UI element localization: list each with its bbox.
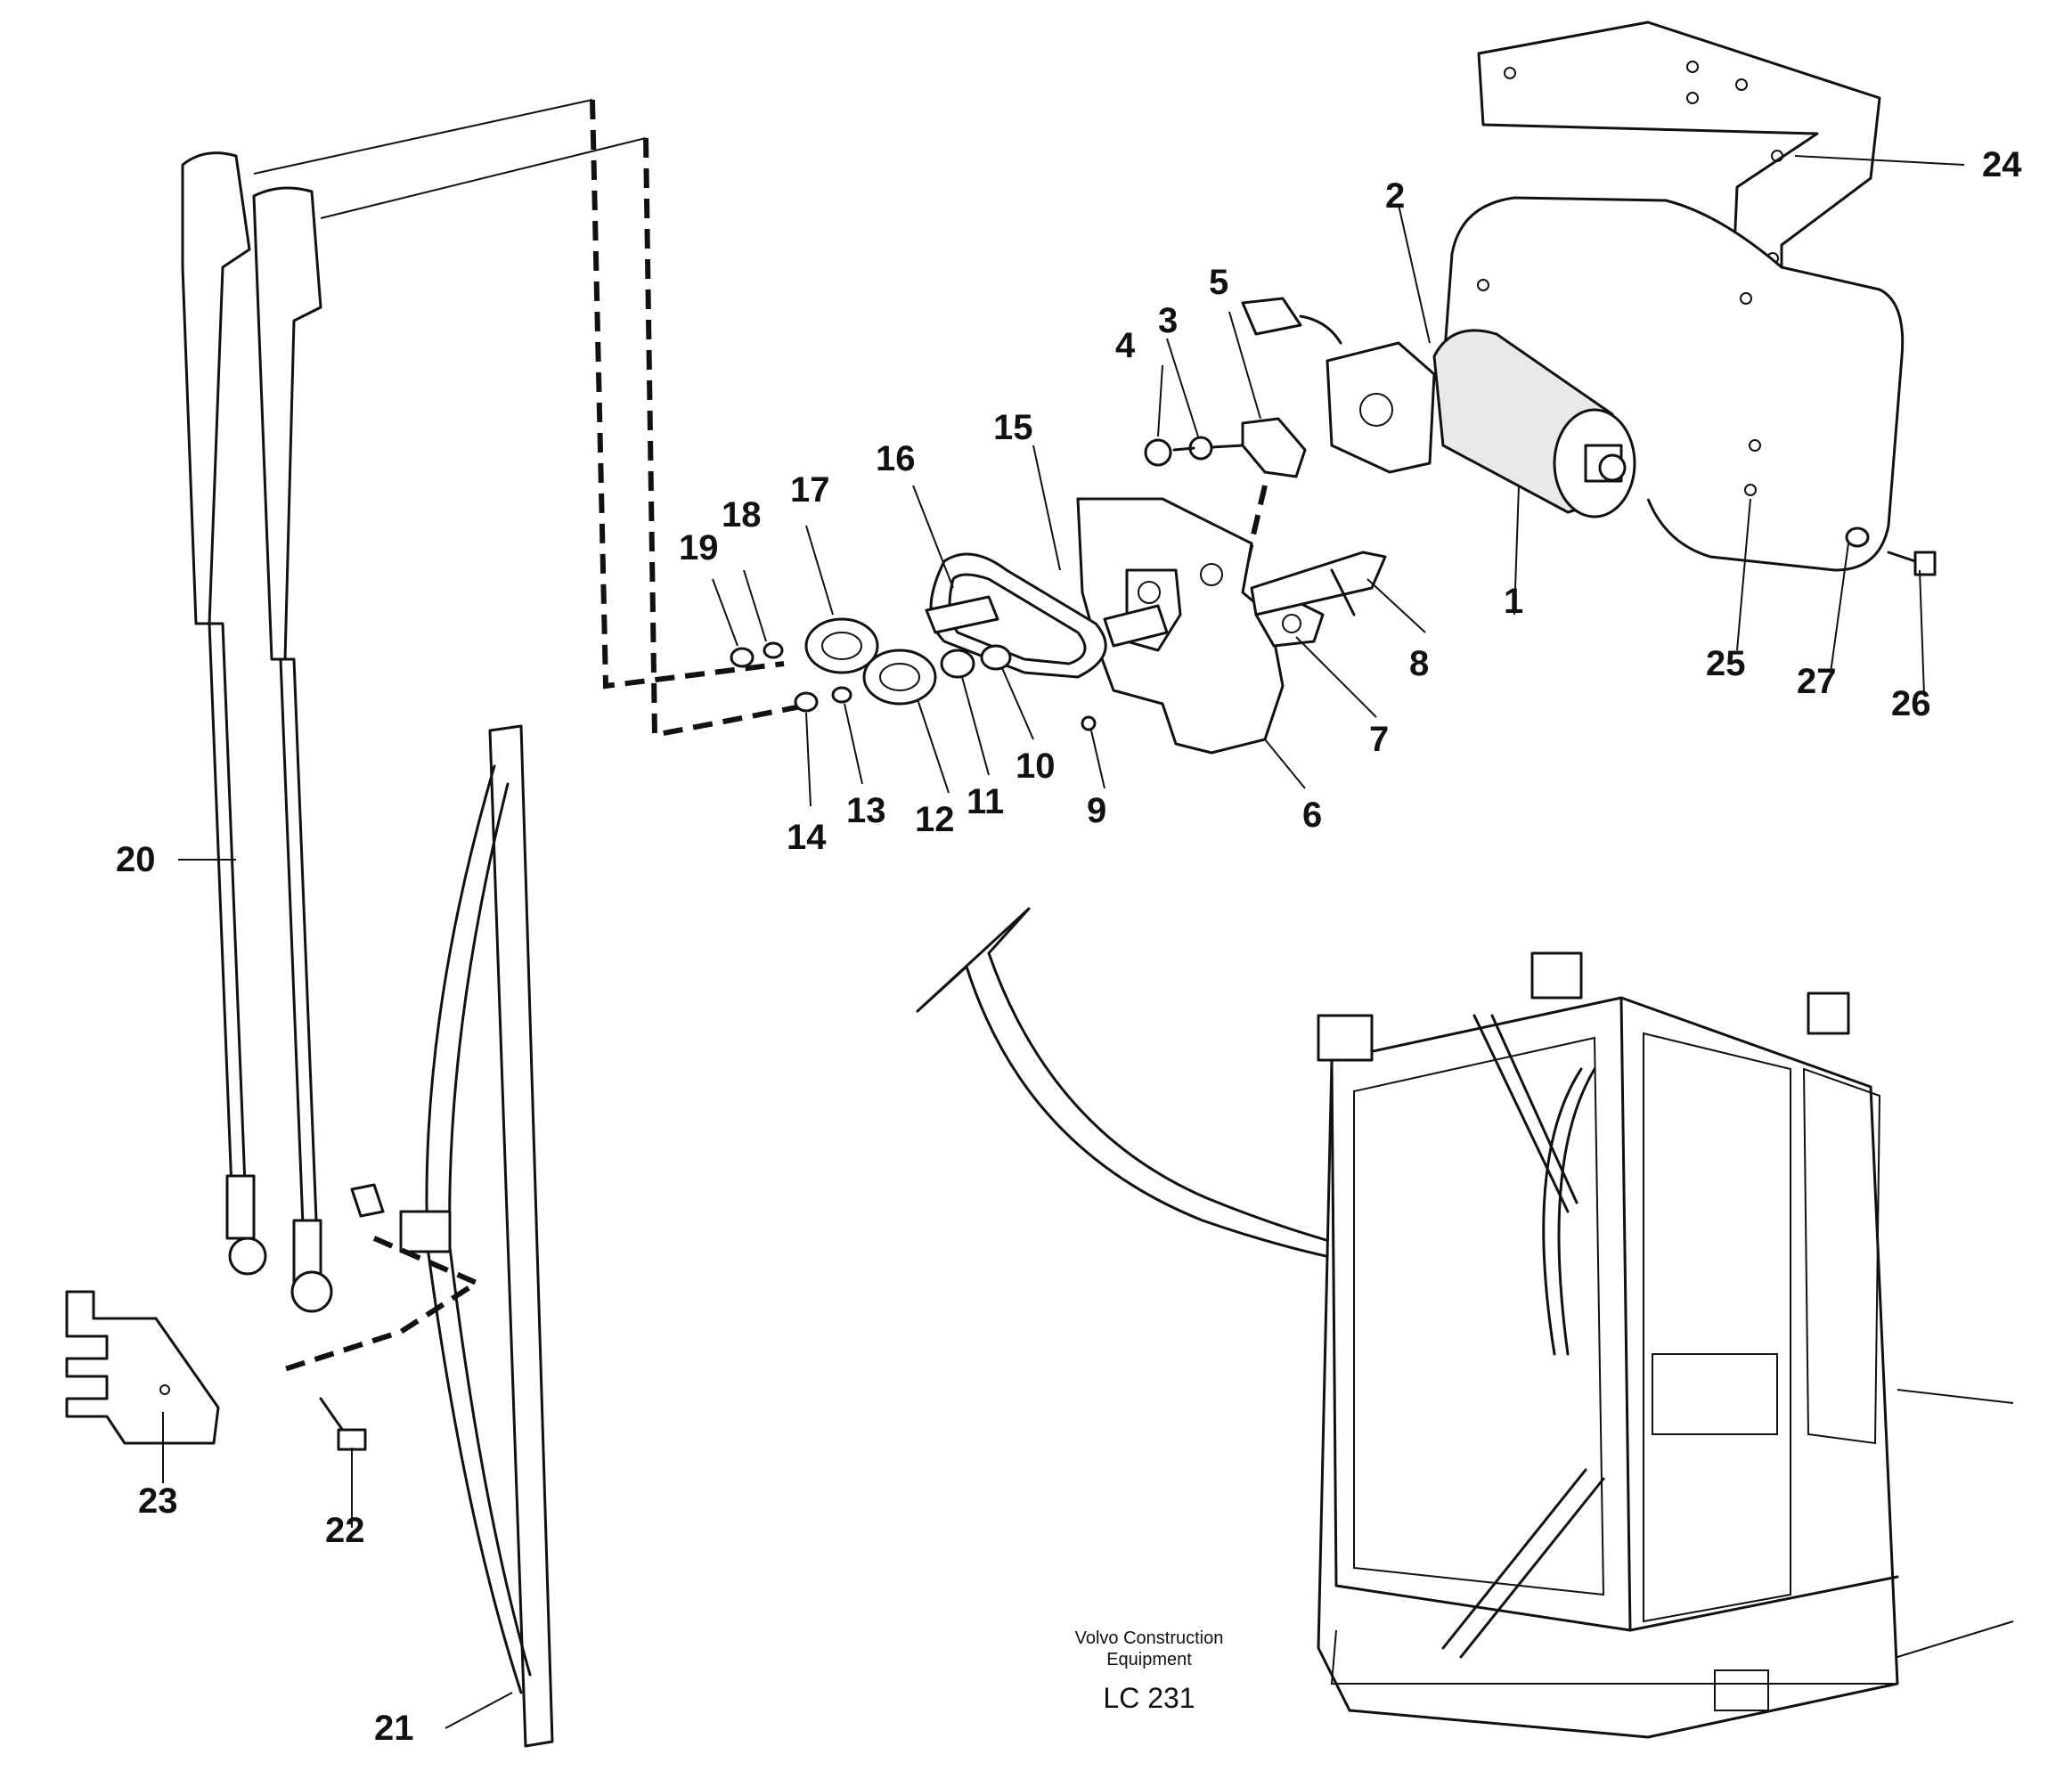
nut-19 (730, 647, 755, 668)
callout-11: 11 (967, 782, 1005, 821)
credit-block: Volvo Construction Equipment LC 231 (1029, 1628, 1269, 1715)
washer-27 (1845, 526, 1870, 548)
callout-22: 22 (325, 1511, 365, 1550)
credit-line-1: Volvo Construction (1074, 1628, 1224, 1648)
shaft-16 (925, 595, 999, 634)
callout-26: 26 (1891, 684, 1931, 723)
wiper-arm-right (252, 186, 333, 1313)
callout-1: 1 (1504, 582, 1524, 621)
callout-7: 7 (1369, 720, 1390, 759)
washer-18 (763, 641, 784, 659)
rod-8 (1250, 551, 1387, 616)
callout-20: 20 (116, 840, 156, 879)
machine-cab (1317, 951, 2014, 1739)
callout-27: 27 (1797, 662, 1837, 701)
callout-8: 8 (1409, 644, 1430, 683)
callout-23: 23 (138, 1481, 178, 1521)
wiper-motor-1 (1326, 329, 1636, 518)
callout-18: 18 (722, 495, 762, 535)
screw-9 (1081, 715, 1097, 731)
shaft-16b (1103, 604, 1169, 648)
wiper-blade (275, 724, 554, 1748)
callout-21: 21 (374, 1709, 414, 1748)
gear-17 (804, 617, 879, 674)
callout-19: 19 (679, 528, 719, 567)
callout-9: 9 (1087, 791, 1107, 830)
callout-3: 3 (1158, 301, 1179, 340)
callout-14: 14 (787, 818, 827, 857)
callout-15: 15 (993, 408, 1033, 447)
connector-plug (1241, 297, 1342, 345)
leader-lines (162, 155, 1965, 1729)
nut-4 (1144, 438, 1172, 467)
washer-13 (831, 686, 852, 704)
nut-11 (940, 649, 975, 679)
callout-16: 16 (876, 439, 916, 478)
callout-12: 12 (915, 800, 955, 839)
callout-10: 10 (1016, 747, 1056, 786)
callout-6: 6 (1302, 796, 1323, 835)
screw-26 (1887, 551, 1937, 576)
callout-24: 24 (1982, 145, 2022, 184)
callout-17: 17 (790, 470, 830, 510)
callout-2: 2 (1385, 176, 1406, 216)
diagram-code: LC 231 (1103, 1682, 1195, 1714)
washer-10 (980, 644, 1012, 671)
bracket-23 (65, 1290, 220, 1445)
credit-line-2: Equipment (1106, 1650, 1192, 1669)
gear-12 (862, 649, 937, 706)
plate-5 (1241, 417, 1307, 478)
bolt-22 (319, 1397, 367, 1451)
callout-5: 5 (1209, 263, 1229, 302)
callout-25: 25 (1706, 644, 1746, 683)
callout-4: 4 (1115, 326, 1136, 365)
wiper-arm-left (181, 151, 267, 1276)
nut-14 (794, 691, 819, 713)
callout-13: 13 (846, 791, 886, 830)
